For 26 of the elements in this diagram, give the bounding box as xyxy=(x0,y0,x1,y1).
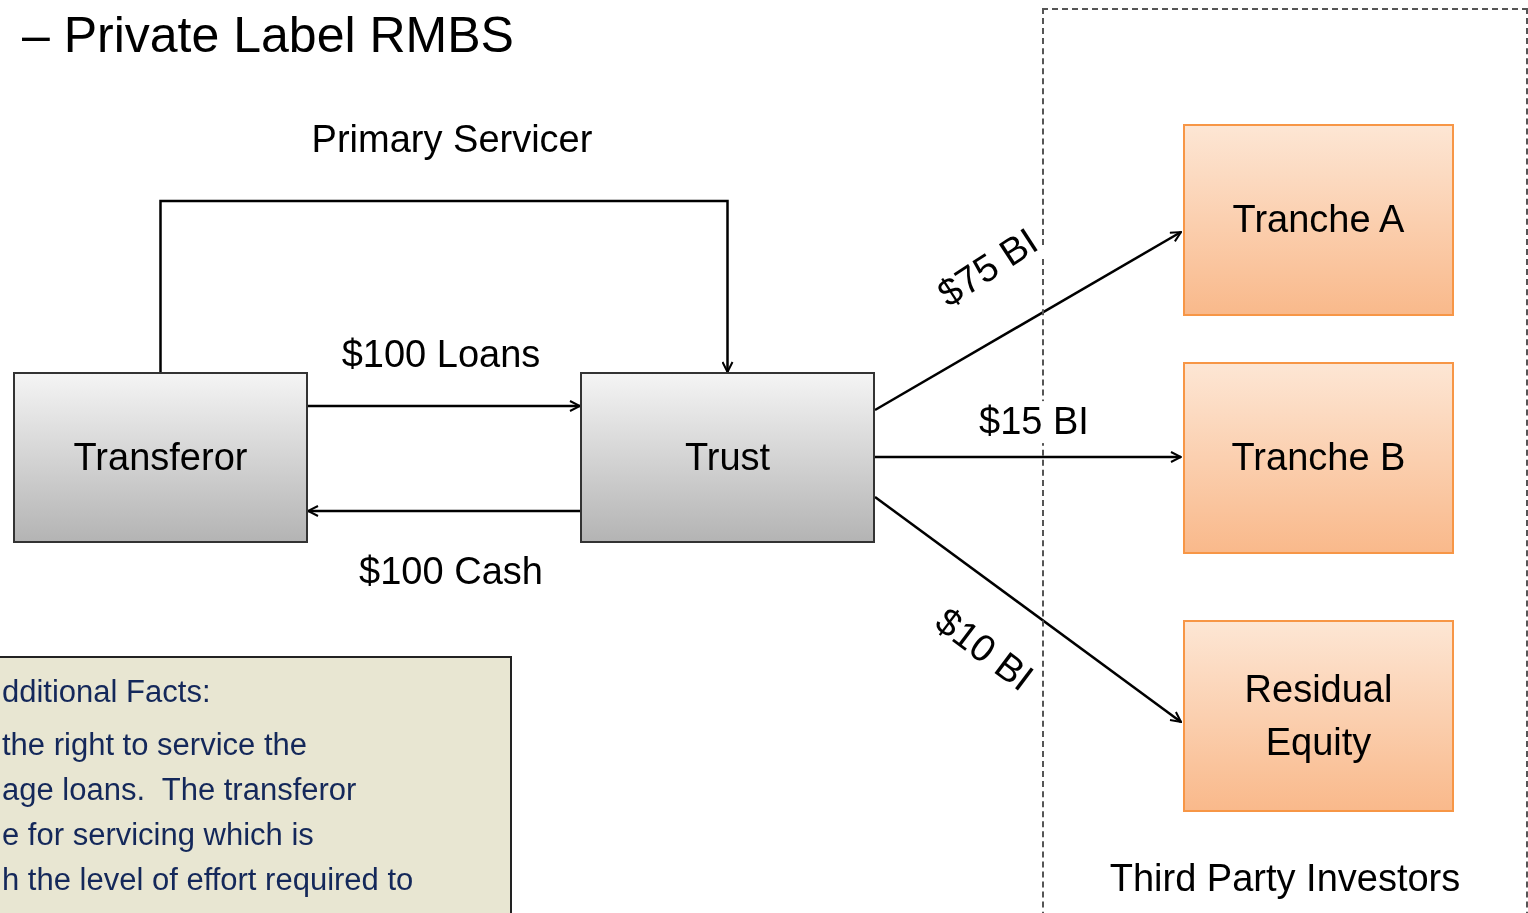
node-label: Tranche B xyxy=(1230,435,1407,481)
arrow xyxy=(875,451,1182,463)
node-label: Trust xyxy=(683,434,772,480)
note-text: e for servicing which is xyxy=(2,817,314,853)
process-box xyxy=(580,372,875,543)
note-text: h the level of effort required to xyxy=(2,862,414,898)
process-box xyxy=(1183,620,1454,812)
arrow xyxy=(874,230,1182,412)
group-region xyxy=(1042,8,1528,913)
note-heading: dditional Facts: xyxy=(2,674,211,710)
arrow xyxy=(307,505,580,517)
arrow xyxy=(308,400,581,412)
group-label: Third Party Investors xyxy=(1108,856,1462,901)
note-box xyxy=(0,656,512,913)
note-text: age loans. The transferor xyxy=(2,772,357,808)
node-label: Transferor xyxy=(72,434,249,480)
edge-label: Primary Servicer xyxy=(310,119,594,161)
diagram-title: – Private Label RMBS xyxy=(22,6,514,64)
arrow xyxy=(874,496,1182,723)
process-box xyxy=(13,372,308,543)
node-label: Residual Equity xyxy=(1243,666,1394,765)
process-box xyxy=(1183,362,1454,554)
process-box xyxy=(1183,124,1454,316)
node-label: Tranche A xyxy=(1231,197,1406,243)
arrow xyxy=(159,199,734,373)
note-text: the right to service the xyxy=(2,727,307,763)
